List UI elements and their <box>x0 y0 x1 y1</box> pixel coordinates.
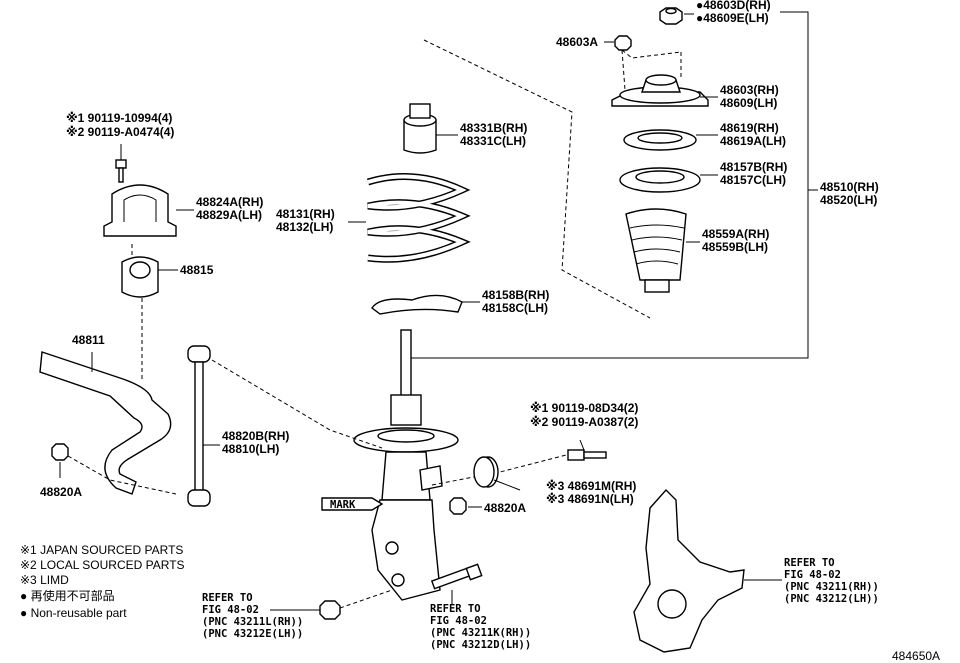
refer-right-line-4: (PNC 43212(LH)) <box>784 593 879 605</box>
label-mount-lh: 48609(LH) <box>720 96 777 110</box>
label-bearing-rh: 48619(RH) <box>720 121 779 135</box>
label-stabilizer: 48811 <box>72 333 105 347</box>
bearing-48619 <box>623 129 718 151</box>
bracket-48824a <box>103 184 194 237</box>
link-dash-1 <box>211 359 383 449</box>
label-bolt-top-2: ※2 90119-A0474(4) <box>66 125 174 139</box>
note-3: ※3 LIMD <box>20 573 69 587</box>
note-4: ● 再使用不可部品 <box>20 588 115 603</box>
label-nut-mid: 48820A <box>484 501 526 515</box>
label-boot-lh: 48559B(LH) <box>702 240 768 254</box>
label-top-nut-lh: ●48609E(LH) <box>696 11 769 25</box>
label-link-rh: 48820B(RH) <box>222 429 289 443</box>
label-boot-rh: 48559A(RH) <box>702 227 769 241</box>
cam-washer-48691 <box>473 456 521 491</box>
label-seat-lh: 48157C(LH) <box>720 173 786 187</box>
figure-id: 484650A <box>892 649 940 663</box>
label-seat-rh: 48157B(RH) <box>720 160 787 174</box>
refer-right-line-2: FIG 48-02 <box>784 569 841 581</box>
label-mount-rh: 48603(RH) <box>720 83 779 97</box>
bushing-48815 <box>121 256 178 298</box>
refer-left-line-1: REFER TO <box>202 592 253 604</box>
label-insulator-lh: 48158C(LH) <box>482 301 548 315</box>
top-nut-48603d <box>659 7 694 25</box>
label-bolt-right-1: ※1 90119-08D34(2) <box>530 401 638 415</box>
refer-mid-line-2: FIG 48-02 <box>430 615 487 627</box>
legend-notes: ※1 JAPAN SOURCED PARTS ※2 LOCAL SOURCED … <box>20 543 185 620</box>
small-nut-48603a <box>604 35 682 91</box>
stabilizer-link-48820b <box>187 345 220 507</box>
label-cam-rh: ※3 48691M(RH) <box>546 479 636 493</box>
label-bearing-lh: 48619A(LH) <box>720 134 786 148</box>
refer-right-line-3: (PNC 43211(RH)) <box>784 581 879 593</box>
stabilizer-bar-48811 <box>39 351 172 495</box>
refer-left-line-2: FIG 48-02 <box>202 604 259 616</box>
lower-bolt <box>430 563 483 604</box>
label-spring-rh: 48131(RH) <box>276 207 335 221</box>
refer-left-line-4: (PNC 43212E(LH)) <box>202 628 303 640</box>
label-bumper-lh: 48331C(LH) <box>460 134 526 148</box>
nut-48820a-middle <box>449 497 482 515</box>
bumper-48331 <box>403 103 458 154</box>
mark-arrow: MARK <box>321 497 384 511</box>
label-bolt-top-1: ※1 90119-10994(4) <box>66 111 172 125</box>
upper-mount-48603 <box>611 52 718 107</box>
refer-mid: REFER TO FIG 48-02 (PNC 43211K(RH)) (PNC… <box>430 603 531 651</box>
boot-48559 <box>625 208 700 293</box>
label-top-nut-rh: ●48603D(RH) <box>696 0 771 12</box>
label-bumper-rh: 48331B(RH) <box>460 121 527 135</box>
label-bracket-rh: 48824A(RH) <box>196 195 263 209</box>
mark-label: MARK <box>330 499 356 511</box>
refer-left-line-3: (PNC 43211L(RH)) <box>202 616 303 628</box>
assembly-bracket-line <box>405 11 818 359</box>
label-bracket-lh: 48829A(LH) <box>196 208 262 222</box>
link-dash-2 <box>67 455 177 495</box>
lower-nut <box>270 589 393 620</box>
refer-mid-line-3: (PNC 43211K(RH)) <box>430 627 531 639</box>
refer-mid-line-1: REFER TO <box>430 603 481 615</box>
refer-right: REFER TO FIG 48-02 (PNC 43211(RH)) (PNC … <box>784 557 879 605</box>
label-link-lh: 48810(LH) <box>222 442 279 456</box>
coil-spring-48131 <box>348 173 471 263</box>
note-1: ※1 JAPAN SOURCED PARTS <box>20 543 183 557</box>
spring-seat-48157 <box>619 167 718 193</box>
label-bushing: 48815 <box>180 263 214 277</box>
label-nut-left: 48820A <box>40 485 82 499</box>
lower-insulator-48158 <box>371 294 480 315</box>
label-insulator-rh: 48158B(RH) <box>482 288 549 302</box>
label-assembly-lh: 48520(LH) <box>820 193 877 207</box>
label-small-nut: 48603A <box>556 35 598 49</box>
label-cam-lh: ※3 48691N(LH) <box>546 492 634 506</box>
steering-knuckle <box>633 488 782 653</box>
cam-dash <box>431 453 571 486</box>
shock-absorber <box>353 329 459 601</box>
refer-mid-line-4: (PNC 43212D(LH)) <box>430 639 531 651</box>
note-5: ● Non-reusable part <box>20 606 127 620</box>
label-bolt-right-2: ※2 90119-A0387(2) <box>530 415 638 429</box>
note-2: ※2 LOCAL SOURCED PARTS <box>20 558 185 572</box>
refer-right-line-1: REFER TO <box>784 557 835 569</box>
label-assembly-rh: 48510(RH) <box>820 180 879 194</box>
refer-left: REFER TO FIG 48-02 (PNC 43211L(RH)) (PNC… <box>202 592 303 640</box>
nut-48820a-left <box>51 443 69 478</box>
bolt-90119-10994 <box>115 144 127 183</box>
label-spring-lh: 48132(LH) <box>276 220 333 234</box>
upper-group-dash <box>423 39 651 319</box>
bolt-90119-08d34 <box>567 439 607 461</box>
